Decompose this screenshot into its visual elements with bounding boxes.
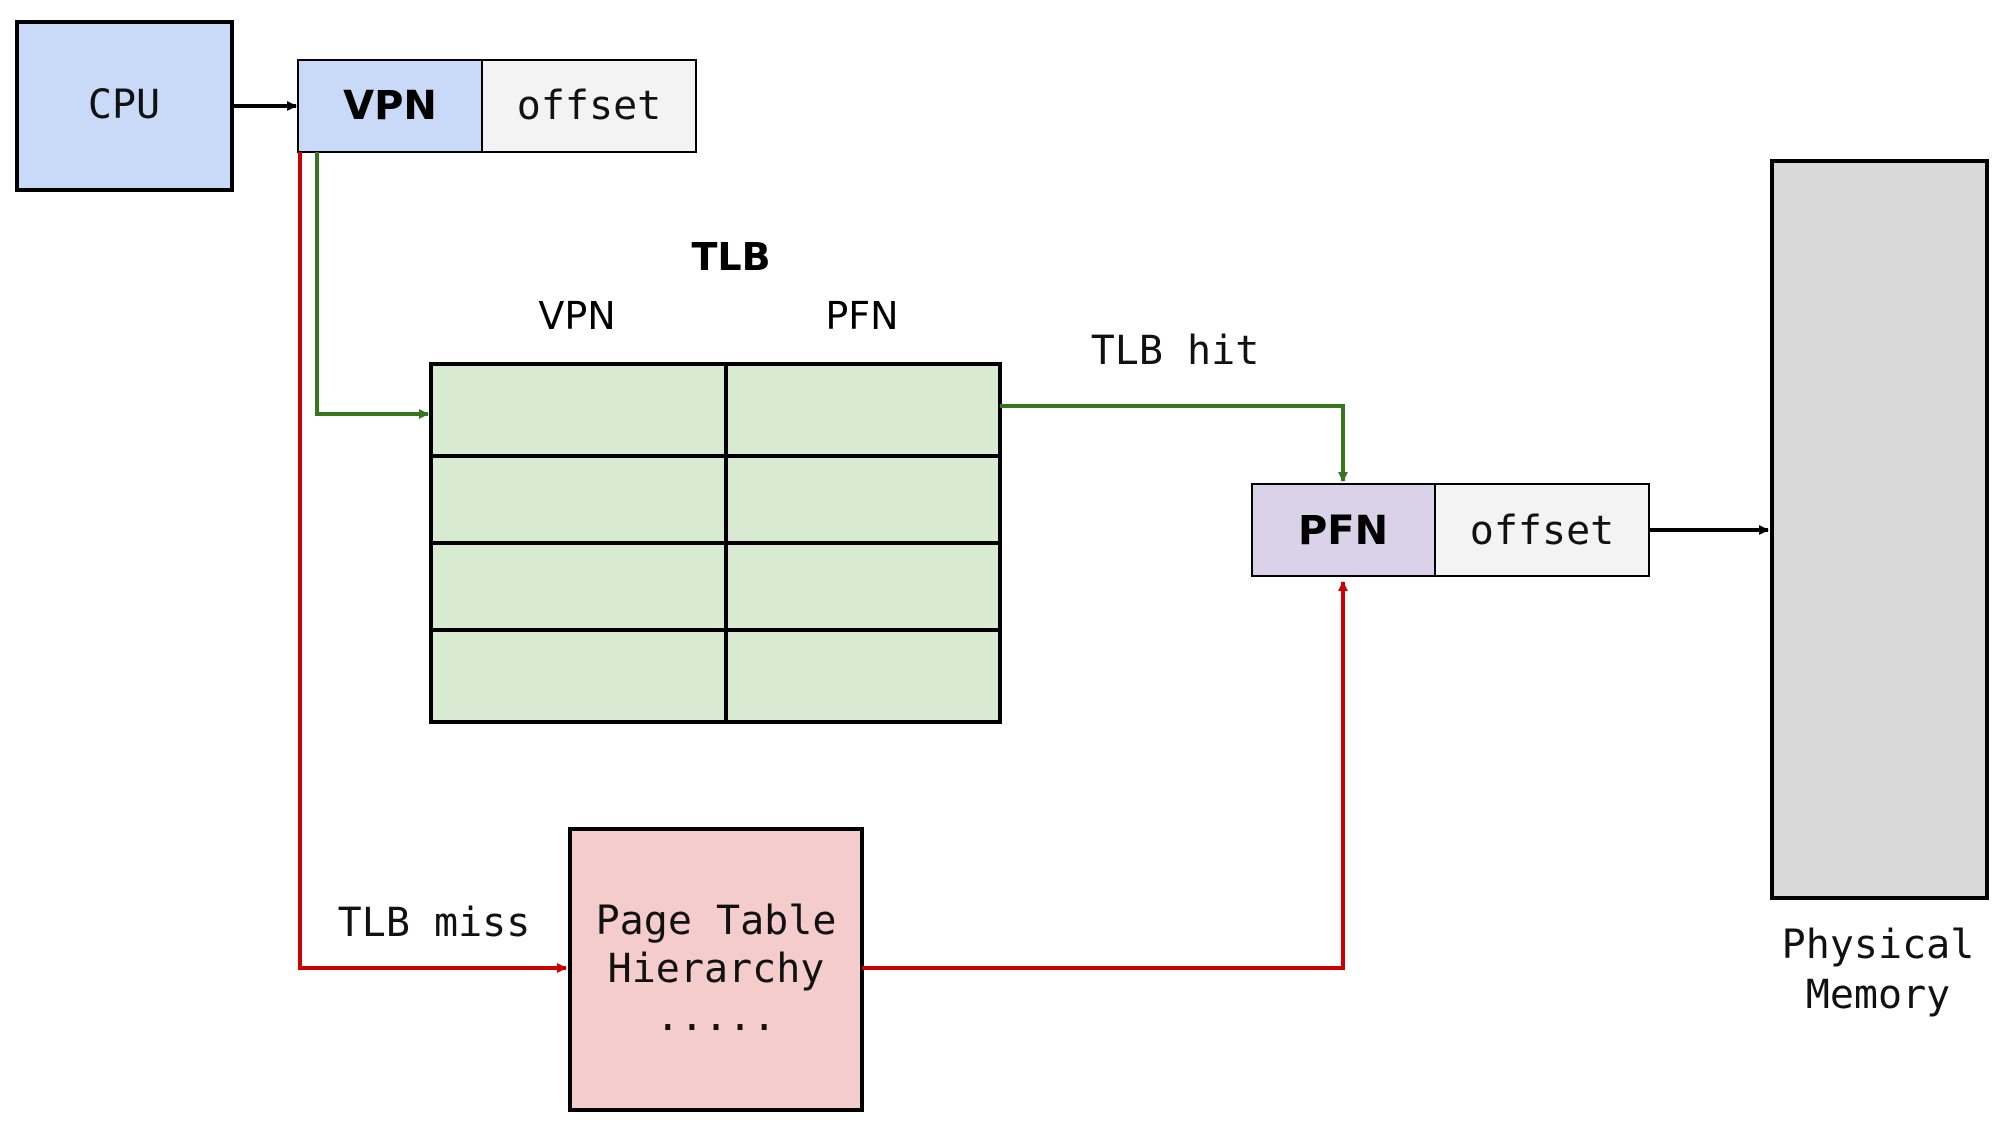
physical-offset-label: offset — [1470, 508, 1615, 554]
cpu-box-rect — [15, 20, 234, 192]
physical-memory-rect — [1770, 159, 1989, 900]
virtual-offset-cell — [481, 59, 697, 153]
physical-memory: Physical Memory — [1770, 159, 1989, 1018]
tlb-miss-label: TLB miss — [338, 900, 531, 946]
cpu-label: CPU — [88, 82, 160, 128]
page-table-line2: Hierarchy — [608, 946, 825, 992]
physical-memory-line2: Memory — [1806, 972, 1951, 1018]
virtual-offset-label: offset — [517, 83, 662, 129]
physical-pfn-label: PFN — [1298, 508, 1388, 554]
virtual-vpn-cell — [297, 59, 483, 153]
cpu-box: CPU — [15, 20, 234, 192]
page-table-line3: ..... — [656, 994, 776, 1040]
tlb-col-pfn-header: PFN — [825, 294, 898, 338]
page-table-line1: Page Table — [596, 898, 837, 944]
tlb-hit-label: TLB hit — [1091, 328, 1260, 374]
virtual-address: VPN offset — [297, 59, 697, 153]
tlb-miss-arrow — [298, 152, 567, 973]
vpn-to-tlb-arrow — [315, 152, 429, 419]
page-table-to-pfn-arrow — [862, 581, 1348, 970]
tlb-hit-arrow — [1000, 404, 1348, 482]
physical-address: PFN offset — [1251, 483, 1650, 577]
page-table-rect — [568, 827, 864, 1112]
tlb-col-vpn-header: VPN — [538, 294, 615, 338]
virtual-vpn-label: VPN — [343, 83, 437, 129]
physical-pfn-cell — [1251, 483, 1436, 577]
physical-memory-line1: Physical — [1782, 922, 1975, 968]
tlb-title: TLB — [691, 235, 770, 279]
tlb-table — [429, 362, 1002, 724]
page-table-box: Page Table Hierarchy ..... — [568, 827, 864, 1112]
